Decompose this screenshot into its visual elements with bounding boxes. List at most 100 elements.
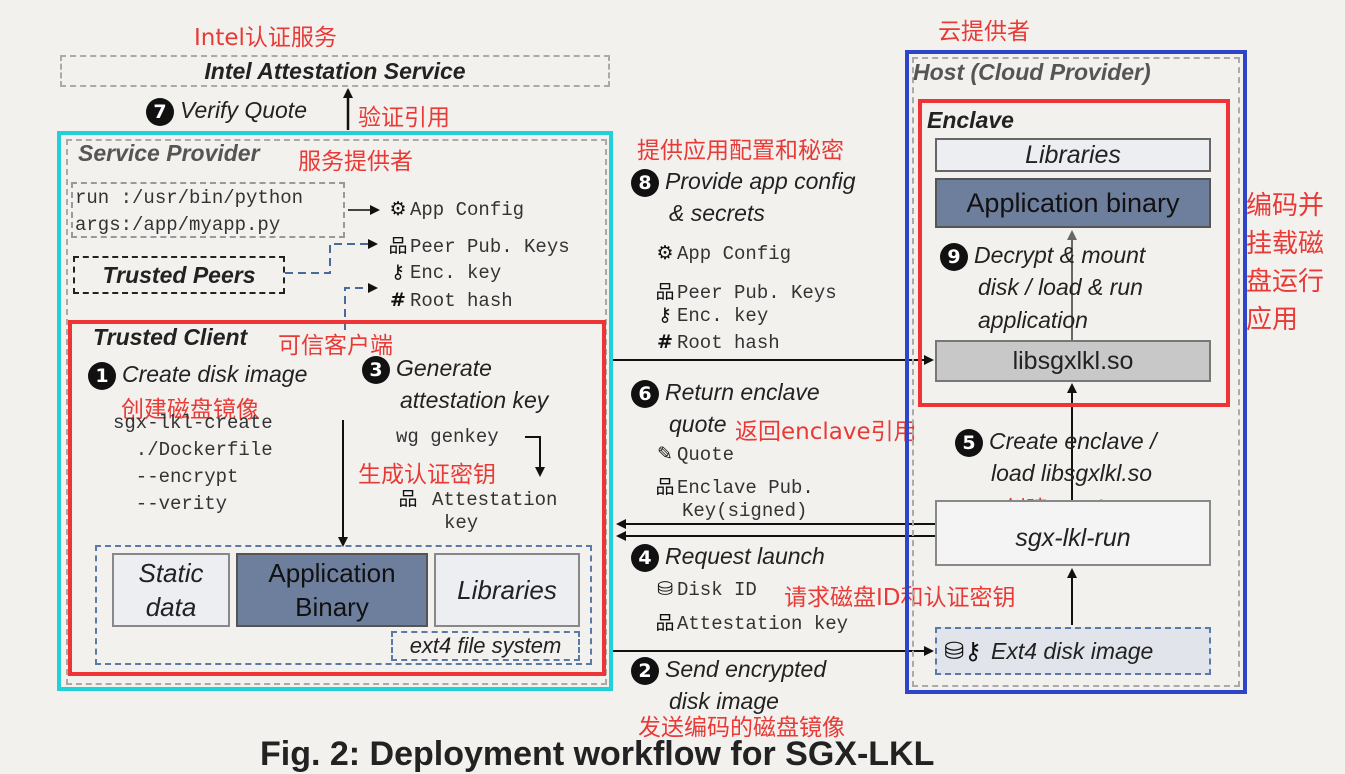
create-cmd-2: --encrypt	[113, 466, 239, 488]
step9-cn-2: 盘运行	[1246, 267, 1325, 297]
mid-item-disk-id: ⛁Disk ID	[653, 578, 757, 601]
step5-badge: 5	[955, 428, 983, 457]
step8-label-b: & secrets	[669, 200, 765, 226]
libsgxlkl-box: libsgxlkl.so	[935, 340, 1211, 382]
disk-image-container	[95, 545, 592, 665]
provider-item-root-hash: #Root hash	[386, 289, 513, 312]
create-cmd-0: sgx-lkl-create	[113, 412, 273, 434]
trusted-client-cn: 可信客户端	[278, 333, 393, 359]
sgx-lkl-run-box: sgx-lkl-run	[935, 500, 1211, 566]
intel-title: Intel Attestation Service	[204, 57, 466, 84]
network-icon: 品	[655, 281, 675, 303]
run-line: run :/usr/bin/python	[75, 187, 304, 209]
hash-icon: #	[390, 289, 406, 311]
trusted-client-title: Trusted Client	[93, 324, 248, 350]
quote-doc-icon: ✎	[657, 443, 673, 465]
step8-badge: 8	[631, 168, 659, 197]
network-icon: 品	[398, 488, 418, 510]
key-icon: ⚷	[391, 261, 405, 283]
enclave-application-binary: Application binary	[935, 178, 1211, 228]
host-box	[905, 50, 1247, 694]
create-cmd-1: ./Dockerfile	[113, 439, 273, 461]
step2-cn: 发送编码的磁盘镜像	[638, 715, 845, 741]
trusted-peers-box: Trusted Peers	[73, 256, 285, 294]
step2-label-b: disk image	[669, 688, 779, 714]
step5-label-b: load libsgxlkl.so	[991, 460, 1153, 486]
mid-item-quote: ✎Quote	[653, 443, 734, 466]
step7-badge: 7	[146, 97, 174, 126]
verify-cn: 验证引用	[358, 105, 450, 131]
gear-icon: ⚙	[656, 242, 674, 264]
intel-cn-title: Intel认证服务	[194, 25, 337, 51]
arrow-peer-keys	[285, 239, 378, 274]
database-icon: ⛁	[657, 578, 673, 600]
mid-item-enc-key: ⚷Enc. key	[653, 304, 768, 327]
step2-badge: 2	[631, 656, 659, 685]
enclave-box	[918, 99, 1230, 407]
enclave-libraries: Libraries	[935, 138, 1211, 172]
network-icon: 品	[388, 235, 408, 257]
step9-label-c: application	[978, 307, 1088, 333]
step9-badge: 9	[940, 242, 968, 271]
network-icon: 品	[655, 476, 675, 498]
service-provider-title: Service Provider	[78, 140, 260, 166]
args-line: args:/app/myapp.py	[75, 214, 281, 236]
step9-label-b: disk / load & run	[978, 274, 1143, 300]
gear-icon: ⚙	[389, 198, 407, 220]
step4-badge: 4	[631, 543, 659, 572]
provider-item-enc-key: ⚷Enc. key	[386, 261, 501, 284]
step1-badge: 1	[88, 361, 116, 390]
create-cmd-3: --verity	[113, 493, 228, 515]
mid-item-key-signed: Key(signed)	[682, 500, 808, 522]
provider-item-app-config: ⚙App Config	[386, 198, 524, 221]
arrow-genkey	[525, 436, 545, 477]
intel-attestation-box: Intel Attestation Service	[60, 55, 610, 87]
step4-cn: 请求磁盘ID和认证密钥	[784, 585, 1016, 611]
host-cn-title: 云提供者	[938, 19, 1030, 45]
app-config-file: run :/usr/bin/python args:/app/myapp.py	[71, 182, 345, 238]
step3-badge: 3	[362, 355, 390, 384]
wg-genkey: wg genkey	[396, 426, 499, 448]
fs-libraries: Libraries	[434, 553, 580, 627]
figure-caption: Fig. 2: Deployment workflow for SGX-LKL	[260, 735, 935, 773]
step6-label-b: quote	[669, 411, 727, 437]
mid-item-app-config: ⚙App Config	[653, 242, 791, 265]
attestation-key-b: key	[444, 512, 479, 534]
trusted-client-box	[68, 320, 606, 676]
network-icon: 品	[655, 612, 675, 634]
step9-cn-3: 应用	[1246, 305, 1299, 335]
trusted-peers-label: Trusted Peers	[102, 261, 256, 288]
enclave-title: Enclave	[927, 107, 1014, 133]
service-provider-cn: 服务提供者	[298, 149, 413, 175]
disk-key-icon: ⛁⚷	[944, 637, 982, 665]
step6-cn: 返回enclave引用	[735, 419, 917, 445]
step3-cn: 生成认证密钥	[358, 462, 496, 488]
ext4-disk-box: ⛁⚷ Ext4 disk image	[935, 627, 1211, 675]
hash-icon: #	[657, 331, 673, 353]
mid-item-root-hash: #Root hash	[653, 331, 780, 354]
step9-cn-1: 挂载磁	[1246, 229, 1325, 259]
step8-cn: 提供应用配置和秘密	[637, 138, 844, 164]
key-icon: ⚷	[658, 304, 672, 326]
service-provider-box	[57, 131, 613, 691]
fs-ext4-label: ext4 file system	[391, 631, 580, 661]
step6-badge: 6	[631, 379, 659, 408]
step9-cn-0: 编码并	[1246, 191, 1325, 221]
step3-label-b: attestation key	[400, 387, 549, 413]
